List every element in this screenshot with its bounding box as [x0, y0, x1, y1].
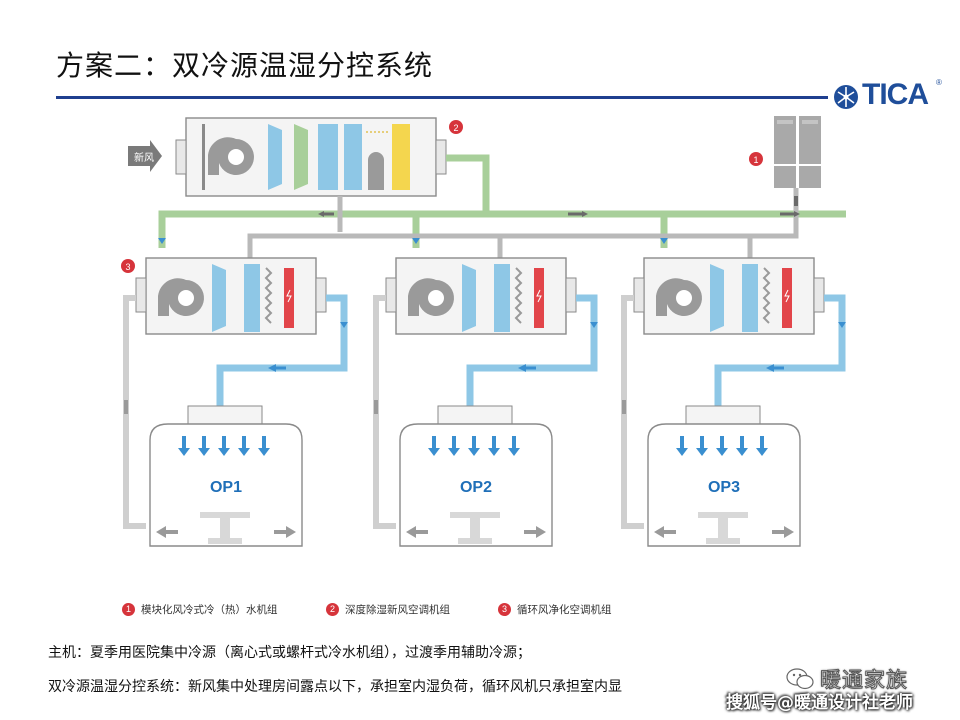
chiller-pipes: [247, 188, 799, 258]
logo-registered-mark: ®: [936, 78, 942, 87]
unit-label-op2: OP2: [460, 479, 492, 496]
terminal-group-2: OP2: [373, 257, 598, 547]
fresh-air-label: 新风: [134, 151, 154, 164]
page-title: 方案二：双冷源温湿分控系统: [56, 49, 434, 82]
svg-text:3: 3: [125, 262, 130, 272]
svg-text:1: 1: [753, 155, 758, 165]
note-line-1: 主机：夏季用医院集中冷源（离心式或螺杆式冷水机组），过渡季用辅助冷源；: [48, 645, 531, 661]
watermark-credit: 搜狐号@暖通设计社老师: [726, 693, 913, 713]
wechat-icon: [786, 668, 814, 690]
marker-1: 1: [749, 152, 763, 166]
chiller-unit: [774, 116, 821, 188]
flow-arrows: [158, 196, 800, 244]
logo-text: TICA: [862, 78, 929, 111]
legend-item: 3 循环风净化空调机组: [498, 602, 612, 617]
tica-logo: TICA ®: [832, 78, 950, 112]
terminal-group-1: OP1: [123, 257, 348, 547]
fresh-air-unit: [175, 117, 447, 197]
legend-item: 2 深度除湿新风空调机组: [326, 602, 450, 617]
unit-label-op1: OP1: [210, 479, 242, 496]
fresh-air-arrow-icon: [128, 140, 162, 172]
terminal-group-3: OP3: [621, 257, 846, 547]
note-line-2: 双冷源温湿分控系统：新风集中处理房间露点以下，承担室内湿负荷，循环风机只承担室内…: [48, 679, 622, 695]
title-rule: [56, 96, 828, 99]
system-diagram: 新风 2 1: [121, 116, 846, 547]
watermark-brand: 暖通家族: [786, 664, 908, 694]
logo-mark-icon: [834, 85, 858, 109]
legend-item: 1 模块化风冷式冷（热）水机组: [122, 602, 278, 617]
svg-text:2: 2: [453, 123, 458, 133]
unit-label-op3: OP3: [708, 479, 740, 496]
marker-2: 2: [449, 120, 463, 134]
legend: 1 模块化风冷式冷（热）水机组 2 深度除湿新风空调机组 3 循环风净化空调机组: [122, 602, 682, 620]
marker-3: 3: [121, 259, 135, 273]
